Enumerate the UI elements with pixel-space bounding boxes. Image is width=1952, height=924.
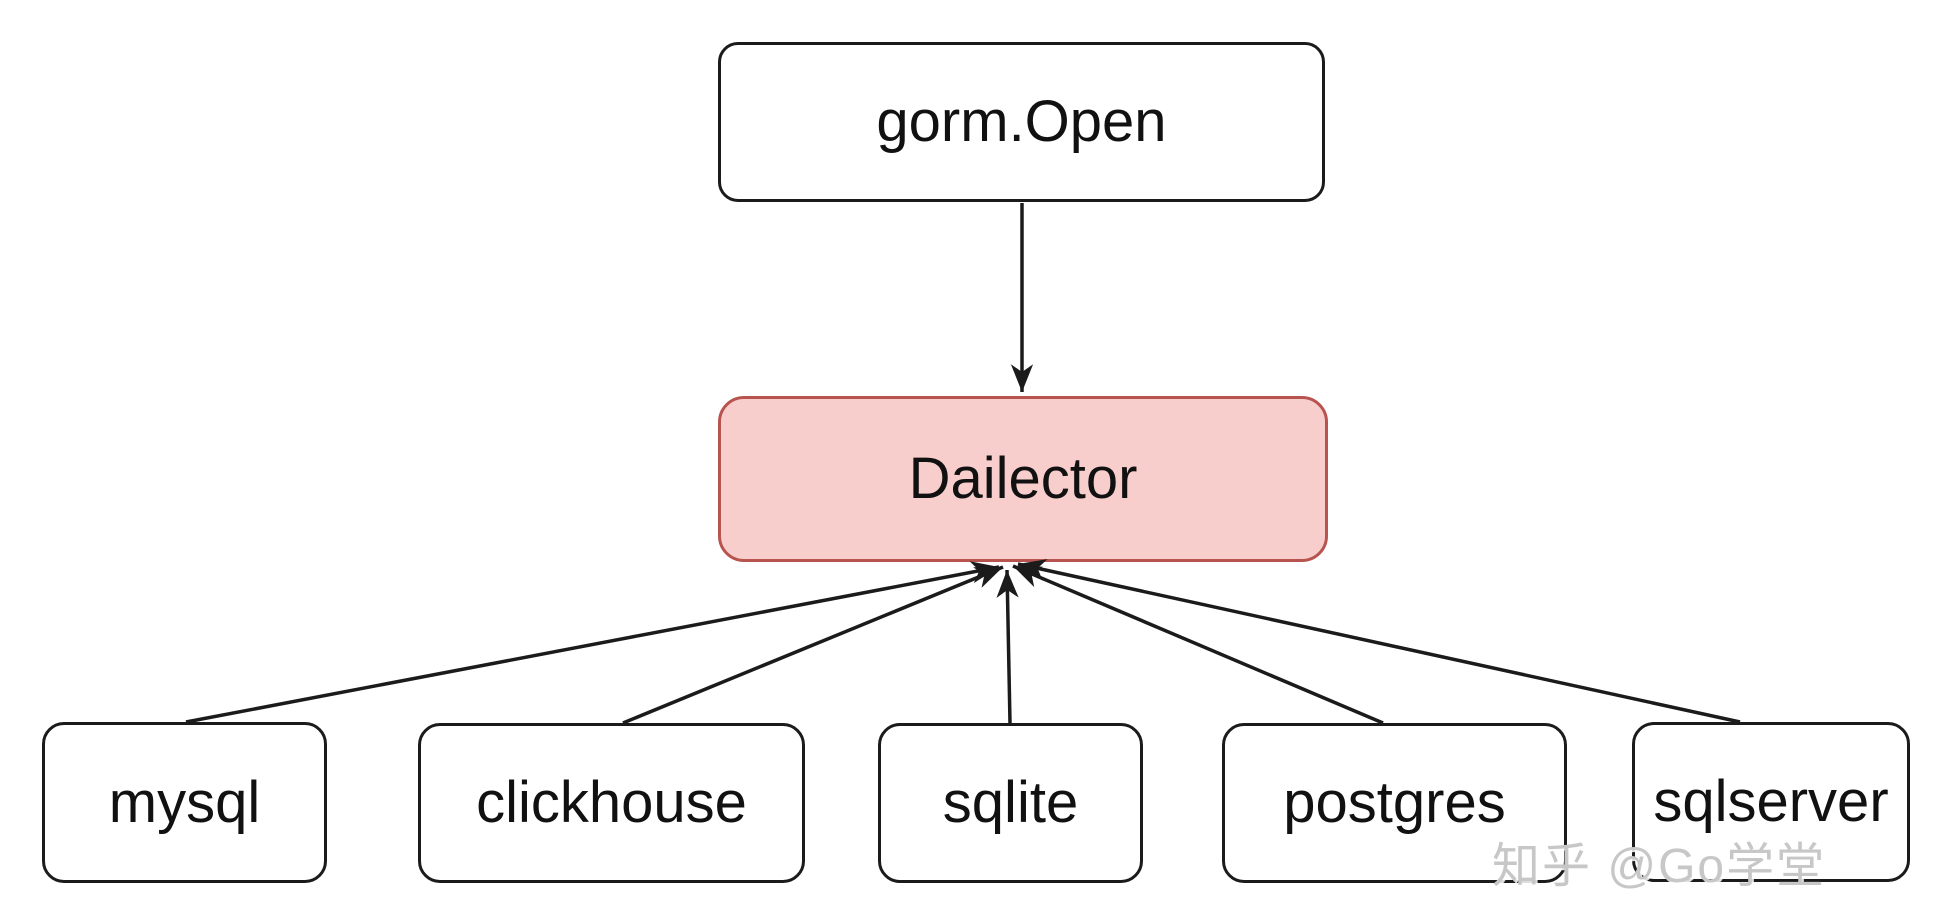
node-mysql: mysql xyxy=(42,722,327,883)
node-dailector-label: Dailector xyxy=(908,446,1138,511)
edge-sqlite-to-dailector xyxy=(996,569,1019,724)
node-postgres-label: postgres xyxy=(1283,770,1506,835)
edge-clickhouse-to-dailector xyxy=(622,565,1004,725)
node-dailector: Dailector xyxy=(718,396,1328,562)
node-clickhouse-label: clickhouse xyxy=(476,770,747,835)
node-clickhouse: clickhouse xyxy=(418,723,805,883)
node-sqlserver-label: sqlserver xyxy=(1653,769,1889,834)
edge-sqlserver-to-dailector xyxy=(1017,559,1741,724)
node-postgres: postgres xyxy=(1222,723,1567,883)
node-sqlite-label: sqlite xyxy=(942,770,1079,835)
node-mysql-label: mysql xyxy=(108,769,261,835)
edge-mysql-to-dailector xyxy=(185,561,1000,724)
node-gorm-open: gorm.Open xyxy=(718,42,1325,202)
edge-postgres-to-dailector xyxy=(1012,564,1384,725)
node-sqlserver: sqlserver xyxy=(1632,722,1910,882)
zhihu-watermark: 知乎 @Go学堂 xyxy=(1492,840,1827,893)
node-gorm-open-label: gorm.Open xyxy=(876,89,1167,154)
node-sqlite: sqlite xyxy=(878,723,1143,883)
